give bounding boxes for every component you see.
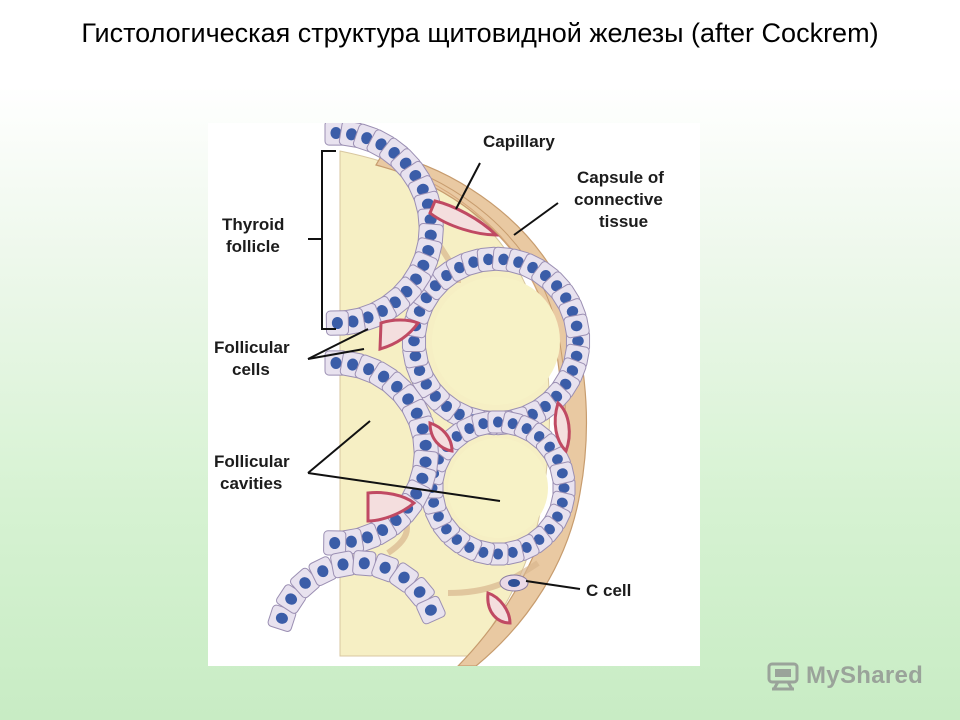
watermark-text: MyShared [806, 662, 924, 689]
capillary-5 [366, 491, 417, 523]
slide-title: Гистологическая структура щитовидной жел… [81, 18, 879, 48]
follicular-cell [549, 461, 576, 486]
label-thyroid-1: Thyroid [222, 215, 284, 234]
leader-capillary [455, 162, 481, 210]
thyroid-diagram-svg: Capillary Capsule of connective tissue T… [214, 123, 664, 666]
follicular-cavity-1 [432, 277, 560, 405]
label-follicular-cavities-1: Follicular [214, 452, 290, 471]
label-capillary: Capillary [483, 132, 555, 151]
capillary-2 [378, 318, 421, 352]
follicular-cell [408, 251, 439, 280]
thyroid-diagram: Capillary Capsule of connective tissue T… [208, 123, 700, 666]
leader-cavity-1 [307, 420, 371, 474]
bracket-thyroid-follicle [308, 150, 336, 330]
follicular-cell [330, 550, 356, 579]
leader-follicular-cells-1 [307, 328, 369, 360]
follicular-cell [325, 310, 350, 336]
follicular-cell [416, 595, 446, 625]
label-follicular-cavities-2: cavities [220, 474, 282, 493]
label-capsule-2: connective [574, 190, 663, 209]
myshared-logo-icon [767, 662, 799, 691]
follicular-cell [267, 604, 297, 632]
label-thyroid-2: follicle [226, 237, 280, 256]
watermark: MyShared [766, 656, 936, 696]
capillary-1 [428, 199, 500, 237]
label-capsule-1: Capsule of [577, 168, 664, 187]
follicular-cell [518, 400, 547, 429]
label-follicular-cells-1: Follicular [214, 338, 290, 357]
leader-cavity-2 [307, 472, 501, 502]
follicular-cell [371, 553, 399, 583]
leader-follicular-cells-2 [307, 348, 365, 360]
follicular-cell [323, 530, 347, 556]
capillary-3 [553, 400, 571, 454]
capillary-6 [486, 590, 512, 625]
capillary-4 [428, 420, 454, 453]
follicular-cells-layer [267, 123, 591, 632]
label-capsule-3: tissue [599, 212, 648, 231]
leader-capsule [513, 202, 559, 236]
label-c-cell: C cell [586, 581, 631, 600]
follicular-cavity-2 [448, 438, 548, 538]
leader-c-cell [525, 580, 581, 590]
follicular-cell [563, 313, 590, 339]
label-follicular-cells-2: cells [232, 360, 270, 379]
